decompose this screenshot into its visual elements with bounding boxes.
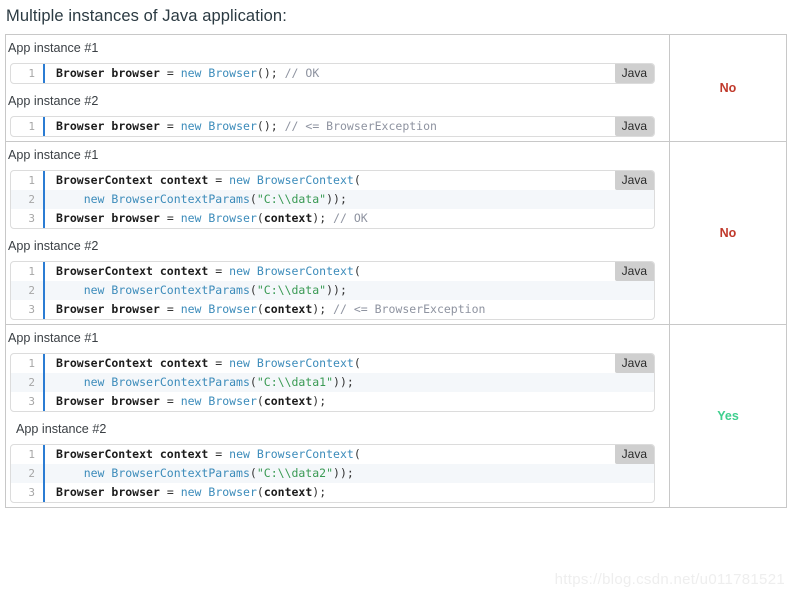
language-badge: Java	[614, 64, 654, 83]
line-number: 1	[28, 448, 35, 461]
code-text: new BrowserContextParams("C:\\data2"));	[83, 466, 354, 480]
code-block[interactable]: 1 Browser browser = new Browser(); // <= …	[10, 116, 655, 137]
gutter-divider	[43, 262, 45, 281]
line-number: 1	[28, 265, 35, 278]
gutter-divider	[43, 445, 45, 464]
gutter-divider	[43, 483, 45, 502]
gutter-divider	[43, 64, 45, 83]
code-text: new BrowserContextParams("C:\\data"));	[83, 192, 347, 206]
line-number: 3	[28, 212, 35, 225]
code-text: Browser browser = new Browser(context);	[56, 394, 327, 408]
code-line: 1 BrowserContext context = new BrowserCon…	[11, 354, 654, 373]
code-block[interactable]: 1 BrowserContext context = new BrowserCon…	[10, 261, 655, 320]
code-line: 1 BrowserContext context = new BrowserCon…	[11, 445, 654, 464]
gutter-divider	[43, 190, 45, 209]
language-badge: Java	[614, 354, 654, 373]
code-text: BrowserContext context = new BrowserCont…	[56, 173, 361, 187]
code-block[interactable]: 1 BrowserContext context = new BrowserCon…	[10, 170, 655, 229]
gutter-divider	[43, 209, 45, 228]
code-line: 2 new BrowserContextParams("C:\\data"));	[11, 190, 654, 209]
watermark: https://blog.csdn.net/u011781521	[554, 571, 785, 588]
code-text: Browser browser = new Browser(context); …	[56, 302, 486, 316]
language-badge: Java	[614, 445, 654, 464]
code-line: 2 new BrowserContextParams("C:\\data2"))…	[11, 464, 654, 483]
app-instance-label: App instance #1	[8, 148, 99, 162]
app-instance-label: App instance #1	[8, 331, 99, 345]
code-text: Browser browser = new Browser(context);	[56, 485, 327, 499]
verdict-cell: Yes	[669, 324, 787, 508]
code-line: 3 Browser browser = new Browser(context);	[11, 392, 654, 411]
line-number: 2	[28, 284, 35, 297]
language-badge: Java	[614, 262, 654, 281]
code-line: 3 Browser browser = new Browser(context);…	[11, 209, 654, 228]
code-text: BrowserContext context = new BrowserCont…	[56, 264, 361, 278]
code-line: 1 Browser browser = new Browser(); // <= …	[11, 117, 654, 136]
app-instance-label: App instance #2	[16, 422, 107, 436]
code-text: BrowserContext context = new BrowserCont…	[56, 356, 361, 370]
code-line: 1 BrowserContext context = new BrowserCon…	[11, 262, 654, 281]
language-badge: Java	[614, 171, 654, 190]
code-text: Browser browser = new Browser(); // OK	[56, 66, 320, 80]
app-instance-label: App instance #1	[8, 41, 99, 55]
app-instance-label: App instance #2	[8, 239, 99, 253]
code-line: 1 BrowserContext context = new BrowserCon…	[11, 171, 654, 190]
code-line: 1 Browser browser = new Browser(); // OK	[11, 64, 654, 83]
gutter-divider	[43, 392, 45, 411]
code-text: new BrowserContextParams("C:\\data1"));	[83, 375, 354, 389]
line-number: 1	[28, 67, 35, 80]
code-text: new BrowserContextParams("C:\\data"));	[83, 283, 347, 297]
line-number: 2	[28, 376, 35, 389]
gutter-divider	[43, 464, 45, 483]
code-text: Browser browser = new Browser(); // <= B…	[56, 119, 437, 133]
code-line: 3 Browser browser = new Browser(context);	[11, 483, 654, 502]
line-number: 2	[28, 193, 35, 206]
line-number: 3	[28, 486, 35, 499]
language-badge: Java	[614, 117, 654, 136]
code-text: Browser browser = new Browser(context); …	[56, 211, 368, 225]
line-number: 3	[28, 303, 35, 316]
gutter-divider	[43, 281, 45, 300]
gutter-divider	[43, 171, 45, 190]
verdict-cell: No	[669, 141, 787, 325]
verdict-cell: No	[669, 34, 787, 142]
line-number: 1	[28, 120, 35, 133]
app-instance-label: App instance #2	[8, 94, 99, 108]
gutter-divider	[43, 373, 45, 392]
code-block[interactable]: 1 Browser browser = new Browser(); // OK J…	[10, 63, 655, 84]
code-block[interactable]: 1 BrowserContext context = new BrowserCon…	[10, 444, 655, 503]
gutter-divider	[43, 300, 45, 319]
code-block[interactable]: 1 BrowserContext context = new BrowserCon…	[10, 353, 655, 412]
code-line: 2 new BrowserContextParams("C:\\data"));	[11, 281, 654, 300]
line-number: 1	[28, 174, 35, 187]
gutter-divider	[43, 354, 45, 373]
line-number: 3	[28, 395, 35, 408]
code-line: 2 new BrowserContextParams("C:\\data1"))…	[11, 373, 654, 392]
gutter-divider	[43, 117, 45, 136]
line-number: 2	[28, 467, 35, 480]
line-number: 1	[28, 357, 35, 370]
page-title: Multiple instances of Java application:	[6, 7, 287, 25]
code-line: 3 Browser browser = new Browser(context);…	[11, 300, 654, 319]
code-text: BrowserContext context = new BrowserCont…	[56, 447, 361, 461]
